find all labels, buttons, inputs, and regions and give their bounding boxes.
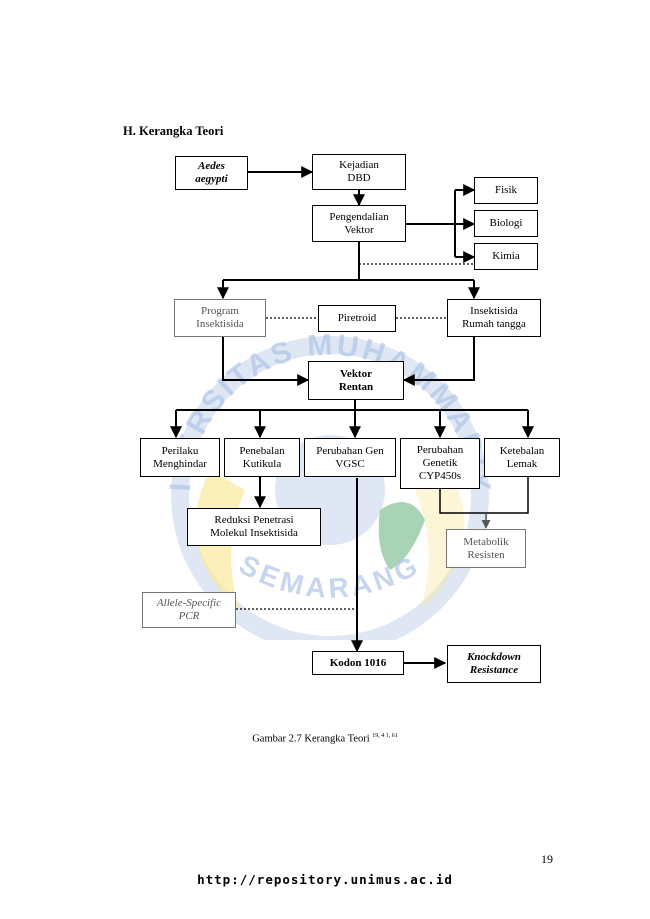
node-kimia: Kimia [474,243,538,270]
node-knockdown-resistance: Knockdown Resistance [447,645,541,683]
figure-caption: Gambar 2.7 Kerangka Teori 19, 4 1, 61 [0,733,650,745]
node-text: Resisten [467,548,505,561]
node-text: Reduksi Penetrasi [214,514,294,526]
node-perubahan-genetik-cyp450s: Perubahan Genetik CYP450s [400,438,480,489]
node-text: Insektisida [196,318,244,330]
node-text: Lemak [506,457,538,470]
node-text: Insektisida [470,305,518,317]
node-text: Perubahan Gen [316,444,384,457]
node-text: Rentan [338,380,374,393]
node-text: CYP450s [418,470,462,482]
node-text: Resistance [469,664,519,676]
node-reduksi-penetrasi: Reduksi Penetrasi Molekul Insektisida [187,508,321,546]
node-text: Knockdown [467,651,521,663]
node-text: Penebalan [239,444,285,457]
node-text: Perubahan [416,444,464,456]
node-text: VGSC [335,457,365,470]
node-text: aegypti [195,173,228,185]
node-text: Vektor [340,367,372,380]
node-insektisida-rumah-tangga: Insektisida Rumah tangga [447,299,541,337]
node-program-insektisida: Program Insektisida [174,299,266,337]
node-penebalan-kutikula: Penebalan Kutikula [224,438,300,477]
node-text: Allele-Specific [156,597,222,609]
node-text: Aedes [198,160,225,172]
node-text: Ketebalan [499,444,545,457]
node-text: Fisik [494,184,517,196]
node-text: Pengendalian [329,210,389,223]
node-text: Program [201,305,239,317]
node-metabolik-resisten: Metabolik Resisten [446,529,526,568]
footer-url: http://repository.unimus.ac.id [197,872,453,887]
node-aedes-aegypti: Aedes aegypti [175,156,248,190]
node-perilaku-menghindar: Perilaku Menghindar [140,438,220,477]
node-text: Rumah tangga [462,318,526,330]
node-text: Piretroid [337,312,377,324]
node-pengendalian-vektor: Pengendalian Vektor [312,205,406,242]
node-text: DBD [347,172,371,184]
line-genetik-ketebalan-join [439,477,529,514]
arrow-insektisida-vektor [402,337,475,386]
node-text: Menghindar [153,457,207,470]
node-text: Biologi [489,217,523,229]
node-vektor-rentan: Vektor Rentan [308,361,404,400]
node-allele-specific-pcr: Allele-Specific PCR [142,592,236,628]
caption-references: 19, 4 1, 61 [372,733,398,739]
node-text: Genetik [422,457,458,469]
node-text: Perilaku [161,444,199,457]
node-piretroid: Piretroid [318,305,396,332]
node-kejadian-dbd: Kejadian DBD [312,154,406,190]
arrow-program-vektor [222,337,310,386]
node-text: Molekul Insektisida [210,527,298,539]
caption-text: Gambar 2.7 Kerangka Teori [252,733,370,745]
node-text: Kimia [492,250,520,262]
page-number: 19 [541,852,553,866]
node-biologi: Biologi [474,210,538,237]
node-perubahan-gen-vgsc: Perubahan Gen VGSC [304,438,396,477]
node-fisik: Fisik [474,177,538,204]
node-text: Metabolik [463,535,509,548]
node-ketebalan-lemak: Ketebalan Lemak [484,438,560,477]
section-heading: H. Kerangka Teori [123,124,224,138]
node-text: Kutikula [242,457,282,470]
node-text: PCR [178,610,200,622]
node-text: Kejadian [339,159,379,171]
node-text: Kodon 1016 [329,656,387,669]
node-kodon-1016: Kodon 1016 [312,651,404,675]
node-text: Vektor [344,223,374,236]
